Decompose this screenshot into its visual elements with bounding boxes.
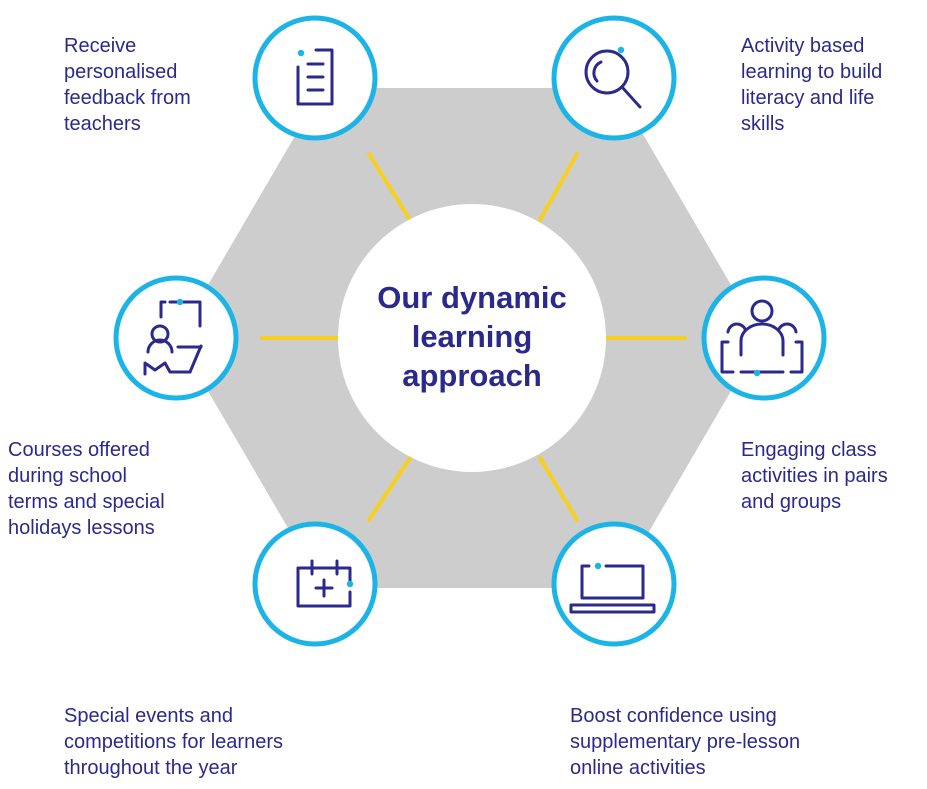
label-online: Boost confidence using supplementary pre…	[570, 703, 800, 781]
label-line: online activities	[570, 757, 706, 779]
center-title-line: Our dynamic	[377, 280, 567, 315]
spoke-feedback	[367, 152, 412, 222]
label-line: Engaging class	[741, 439, 877, 461]
circle-class	[701, 275, 827, 401]
spoke-activity	[538, 152, 579, 222]
circle-activity	[551, 15, 677, 141]
label-line: holidays lessons	[8, 517, 155, 539]
label-line: throughout the year	[64, 757, 238, 779]
label-courses: Courses offered during school terms and …	[8, 437, 165, 541]
presenter-board-icon	[143, 298, 203, 376]
label-line: Receive	[64, 35, 137, 57]
label-activity: Activity based learning to build literac…	[741, 33, 882, 137]
center-title: Our dynamic learning approach	[340, 278, 604, 395]
calendar-plus-icon	[296, 559, 354, 608]
label-class: Engaging class activities in pairs and g…	[741, 437, 888, 515]
circle-courses	[113, 275, 239, 401]
spoke-events	[367, 456, 412, 522]
center-title-line: learning	[411, 319, 533, 354]
magnifier-icon	[584, 46, 642, 109]
label-line: teachers	[64, 113, 141, 135]
label-line: during school	[8, 465, 127, 487]
label-line: Special events and	[64, 705, 234, 727]
label-events: Special events and competitions for lear…	[64, 703, 283, 781]
label-line: Activity based	[741, 35, 865, 57]
center-title-line: approach	[402, 358, 542, 393]
label-line: terms and special	[8, 491, 165, 513]
label-line: skills	[741, 113, 785, 135]
label-line: supplementary pre-lesson	[570, 731, 801, 753]
label-line: personalised	[64, 61, 178, 83]
group-people-icon	[720, 299, 804, 377]
label-line: activities in pairs	[741, 465, 888, 487]
center-circle	[338, 204, 606, 472]
spoke-online	[538, 456, 579, 522]
label-line: literacy and life	[741, 87, 875, 109]
label-line: competitions for learners	[64, 731, 283, 753]
label-line: learning to build	[741, 61, 883, 83]
laptop-icon	[569, 562, 656, 614]
label-line: feedback from	[64, 87, 191, 109]
label-line: Courses offered	[8, 439, 150, 461]
label-line: Boost confidence using	[570, 705, 777, 727]
connector-spokes	[260, 152, 687, 522]
label-line: and groups	[741, 491, 842, 513]
label-feedback: Receive personalised feedback from teach…	[64, 33, 191, 137]
document-list-icon	[296, 48, 334, 106]
circle-online	[551, 521, 677, 647]
circle-events	[252, 521, 378, 647]
